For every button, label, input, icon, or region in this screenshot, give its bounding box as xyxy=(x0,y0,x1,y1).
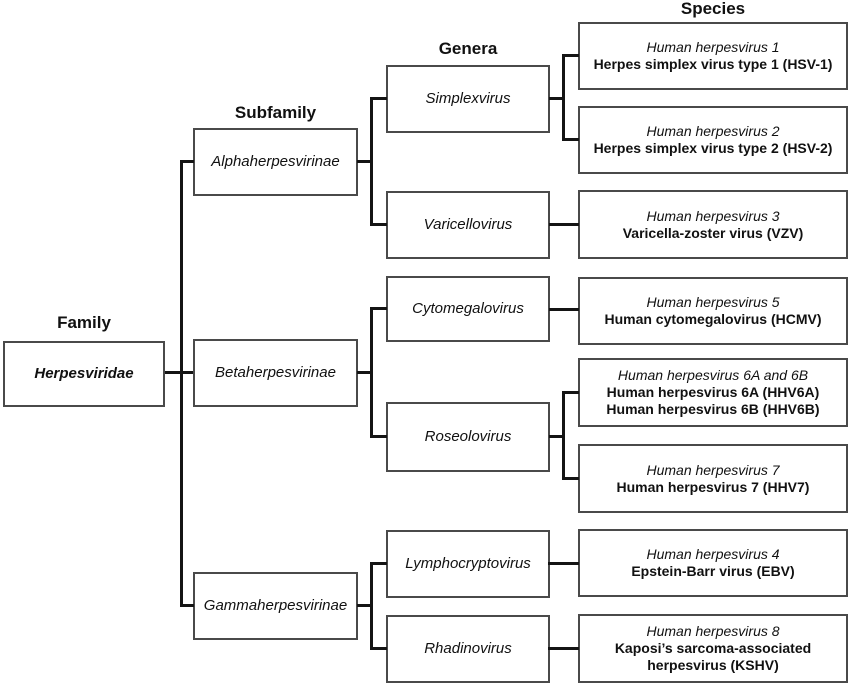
connector-trunk-to-alphaherpesvirinae xyxy=(180,160,194,163)
species-taxon: Human herpesvirus 6A and 6B xyxy=(617,367,809,383)
species-box-hhv8: Human herpesvirus 8 Kaposi’s sarcoma-ass… xyxy=(578,614,848,683)
species-box-hhv2: Human herpesvirus 2 Herpes simplex virus… xyxy=(578,106,848,174)
genus-name: Simplexvirus xyxy=(425,90,511,107)
connector-cytomegalovirus-to-hcmv xyxy=(549,308,579,311)
genus-name: Lymphocryptovirus xyxy=(405,555,531,572)
connector-roseolovirus-stub xyxy=(549,435,565,438)
family-name: Herpesviridae xyxy=(34,365,134,382)
species-box-hhv5: Human herpesvirus 5 Human cytomegaloviru… xyxy=(578,277,848,345)
species-common-name: Varicella-zoster virus (VZV) xyxy=(622,224,804,241)
connector-varicellovirus-to-vzv xyxy=(549,223,579,226)
connector-to-hhv7 xyxy=(562,477,579,480)
subfamily-column-header: Subfamily xyxy=(234,103,317,122)
connector-to-cytomegalovirus xyxy=(370,307,387,310)
species-box-hhv6: Human herpesvirus 6A and 6B Human herpes… xyxy=(578,358,848,427)
genus-box-varicellovirus: Varicellovirus xyxy=(386,191,550,259)
species-common-name: Kaposi’s sarcoma-associated herpesvirus … xyxy=(614,640,812,673)
connector-to-rhadinovirus xyxy=(370,647,387,650)
species-common-name: Herpes simplex virus type 1 (HSV-1) xyxy=(593,56,833,72)
species-taxon: Human herpesvirus 5 xyxy=(646,294,780,310)
connector-to-lymphocryptovirus xyxy=(370,562,387,565)
subfamily-box-gammaherpesvirinae: Gammaherpesvirinae xyxy=(193,572,358,640)
species-common-name: Epstein-Barr virus (EBV) xyxy=(631,563,795,579)
connector-gamma-stub xyxy=(357,604,373,607)
species-common-name: Human herpesvirus 6B (HHV6B) xyxy=(606,401,820,417)
connector-alpha-vertical xyxy=(370,97,373,226)
connector-to-hsv1 xyxy=(562,54,579,57)
genus-name: Varicellovirus xyxy=(423,216,513,233)
species-common-name: Human cytomegalovirus (HCMV) xyxy=(604,311,822,327)
species-common-name: Human herpesvirus 7 (HHV7) xyxy=(616,478,810,495)
genus-box-roseolovirus: Roseolovirus xyxy=(386,402,550,472)
connector-to-roseolovirus xyxy=(370,435,387,438)
genus-name: Rhadinovirus xyxy=(424,640,512,657)
genus-box-rhadinovirus: Rhadinovirus xyxy=(386,615,550,683)
species-taxon: Human herpesvirus 7 xyxy=(646,461,780,478)
connector-family-to-betaherpesvirinae xyxy=(165,371,193,374)
genus-name: Cytomegalovirus xyxy=(412,300,524,317)
family-box-herpesviridae: Herpesviridae xyxy=(3,341,165,407)
connector-to-simplexvirus xyxy=(370,97,387,100)
connector-family-trunk-vertical xyxy=(180,160,183,607)
species-taxon: Human herpesvirus 3 xyxy=(646,207,780,224)
species-column-header: Species xyxy=(680,0,746,18)
connector-to-hhv6 xyxy=(562,391,579,394)
species-box-hhv4: Human herpesvirus 4 Epstein-Barr virus (… xyxy=(578,529,848,597)
connector-trunk-to-gammaherpesvirinae xyxy=(180,604,194,607)
species-common-name: Herpes simplex virus type 2 (HSV-2) xyxy=(593,140,833,156)
connector-beta-vertical xyxy=(370,307,373,438)
connector-to-hsv2 xyxy=(562,138,579,141)
genus-name: Roseolovirus xyxy=(424,428,512,445)
species-common-name: Human herpesvirus 6A (HHV6A) xyxy=(606,384,820,400)
genera-column-header: Genera xyxy=(438,39,498,58)
connector-beta-stub xyxy=(357,371,373,374)
connector-alpha-stub xyxy=(357,160,373,163)
species-taxon: Human herpesvirus 2 xyxy=(646,123,780,139)
connector-to-varicellovirus xyxy=(370,223,387,226)
subfamily-box-alphaherpesvirinae: Alphaherpesvirinae xyxy=(193,128,358,196)
connector-simplexvirus-stub xyxy=(549,97,565,100)
species-taxon: Human herpesvirus 1 xyxy=(646,39,780,55)
genus-box-simplexvirus: Simplexvirus xyxy=(386,65,550,133)
connector-lymphocryptovirus-to-ebv xyxy=(548,562,579,565)
species-taxon: Human herpesvirus 8 xyxy=(646,623,780,639)
species-box-hhv7: Human herpesvirus 7 Human herpesvirus 7 … xyxy=(578,444,848,513)
subfamily-name: Alphaherpesvirinae xyxy=(211,153,340,170)
connector-simplexvirus-vertical xyxy=(562,54,565,141)
connector-gamma-vertical xyxy=(370,562,373,650)
connector-rhadinovirus-to-kshv xyxy=(548,647,579,650)
species-taxon: Human herpesvirus 4 xyxy=(646,546,780,562)
genus-box-lymphocryptovirus: Lymphocryptovirus xyxy=(386,530,550,598)
subfamily-box-betaherpesvirinae: Betaherpesvirinae xyxy=(193,339,358,407)
species-box-hhv3: Human herpesvirus 3 Varicella-zoster vir… xyxy=(578,190,848,259)
family-column-header: Family xyxy=(57,313,111,332)
genus-box-cytomegalovirus: Cytomegalovirus xyxy=(386,276,550,342)
subfamily-name: Gammaherpesvirinae xyxy=(203,597,348,614)
connector-roseolovirus-vertical xyxy=(562,391,565,480)
species-box-hhv1: Human herpesvirus 1 Herpes simplex virus… xyxy=(578,22,848,90)
subfamily-name: Betaherpesvirinae xyxy=(215,364,336,381)
